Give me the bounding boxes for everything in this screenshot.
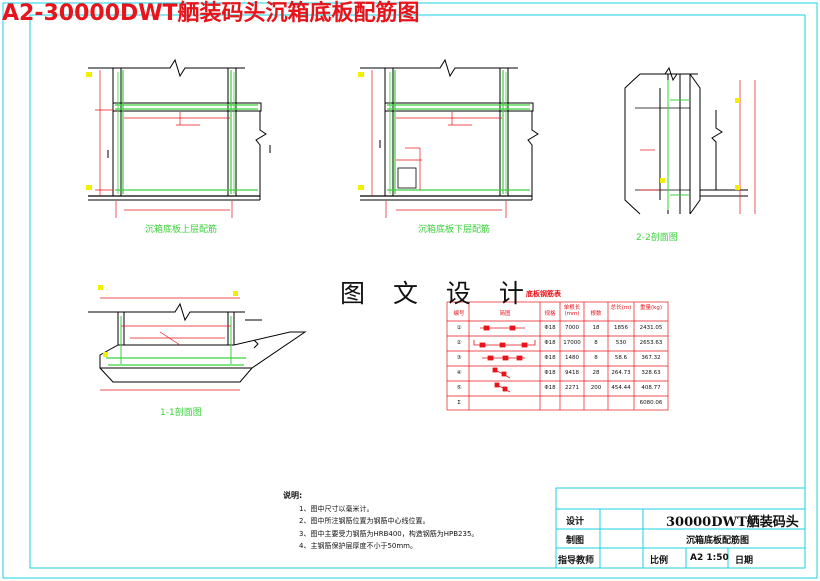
note-item: 1、图中尺寸以毫米计。	[299, 504, 374, 513]
table-header: 根数	[590, 311, 602, 317]
rebar-table-grid	[446, 301, 669, 411]
row-count: 8	[594, 355, 598, 361]
sheet-title: A2-30000DWT舾装码头沉箱底板配筋图	[2, 1, 420, 26]
row-count: 8	[594, 340, 598, 346]
row-len: 1480	[565, 355, 579, 361]
row-weight: 2431.05	[639, 325, 663, 331]
row-weight: 6080.06	[639, 400, 663, 406]
project-name: 30000DWT舾装码头	[666, 515, 799, 530]
row-total: 264.73	[611, 370, 631, 376]
row-spec: Φ18	[544, 355, 556, 361]
row-total: 1856	[614, 325, 628, 331]
row-spec: Φ18	[544, 340, 556, 346]
row-total: 530	[615, 340, 627, 346]
drawn-label: 制图	[566, 536, 585, 546]
row-count: 18	[592, 325, 600, 331]
section-1-1-label: 1-1剖面图	[160, 408, 202, 418]
row-weight: 2653.63	[639, 340, 663, 346]
note-item: 4、主钢筋保护层厚度不小于50mm。	[299, 542, 417, 550]
table-header: 单根长(mm)	[563, 305, 581, 317]
row-weight: 408.77	[641, 385, 661, 391]
lower-plan-view	[358, 58, 539, 218]
date-label: 日期	[735, 556, 754, 566]
row-len: 7000	[565, 325, 579, 331]
row-no: ①	[456, 325, 462, 331]
note-item: 2、图中所注钢筋位置为钢筋中心线位置。	[299, 517, 430, 525]
row-total: 454.44	[611, 385, 631, 391]
row-count: 28	[592, 370, 600, 376]
drawing-name: 沉箱底板配筋图	[686, 536, 750, 546]
row-no: ②	[456, 340, 462, 346]
watermark-text: 图 文 设 计	[340, 279, 534, 308]
title-block-grid	[555, 487, 806, 569]
row-no: ⑤	[456, 385, 462, 391]
row-spec: Φ18	[544, 370, 556, 376]
notes-heading: 说明:	[283, 491, 303, 500]
row-len: 9418	[565, 370, 579, 376]
row-weight: 328.63	[641, 370, 661, 376]
design-label: 设计	[566, 517, 585, 527]
table-header: 简图	[499, 311, 511, 317]
row-spec: Φ18	[544, 385, 556, 391]
rebar-sketches	[473, 325, 536, 393]
row-total: 58.6	[614, 355, 628, 361]
row-len: 17000	[563, 340, 581, 346]
rebar-table-title: 底板钢筋表	[526, 290, 561, 298]
scale-label: 比例	[650, 556, 669, 566]
row-len: 2271	[565, 385, 579, 391]
row-count: 200	[590, 385, 602, 391]
inner-frame	[29, 14, 806, 569]
table-header: 编号	[453, 311, 465, 317]
notes-block: 说明: 1、图中尺寸以毫米计。 2、图中所注钢筋位置为钢筋中心线位置。 3、图中…	[283, 490, 478, 553]
note-item: 3、图中主要受力钢筋为HRB400，构造钢筋为HPB235。	[299, 529, 479, 538]
row-no: Σ	[457, 400, 461, 406]
table-header: 规格	[544, 311, 556, 317]
table-header: 总长(m)	[610, 305, 632, 311]
scale-value: A2 1:50	[690, 553, 729, 563]
upper-plan-label: 沉箱底板上层配筋	[145, 225, 218, 235]
section-2-2-label: 2-2剖面图	[636, 233, 678, 243]
lower-plan-label: 沉箱底板下层配筋	[418, 225, 491, 235]
section-1-1-view	[88, 285, 307, 391]
row-no: ③	[456, 355, 462, 361]
section-2-2-view	[624, 66, 756, 215]
upper-plan-view	[86, 58, 271, 218]
table-header: 重量(kg)	[640, 305, 662, 311]
advisor-label: 指导教师	[558, 556, 595, 566]
row-spec: Φ18	[544, 325, 556, 331]
row-weight: 367.32	[641, 355, 661, 361]
row-no: ④	[456, 370, 462, 376]
